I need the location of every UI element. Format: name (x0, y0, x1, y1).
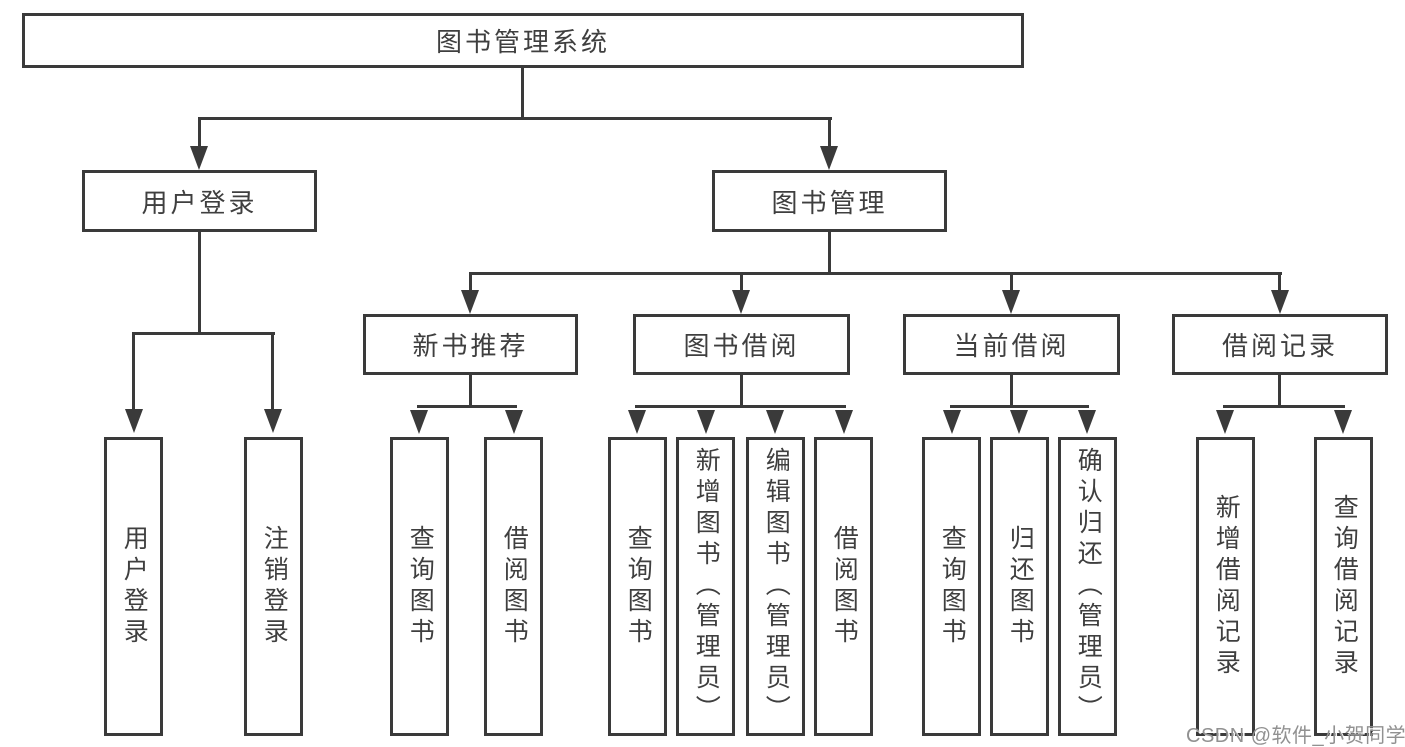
leaf-add-borrow-record-label: 新增借阅记录 (1212, 493, 1241, 680)
edge-new-book-bus (417, 405, 517, 408)
edge-new-book-stem (469, 375, 472, 408)
arrowhead-icon (628, 410, 646, 434)
arrowhead-icon (820, 146, 838, 170)
leaf-borrow-books-1-label: 借阅图书 (500, 524, 529, 649)
arrowhead-icon (190, 146, 208, 170)
node-book-borrowing: 图书借阅 (633, 314, 850, 375)
arrowhead-icon (264, 409, 282, 433)
edge-root-stem (521, 68, 524, 118)
arrowhead-icon (1078, 410, 1096, 434)
arrowhead-icon (1334, 410, 1352, 434)
arrowhead-icon (766, 410, 784, 434)
arrowhead-icon (1002, 290, 1020, 314)
leaf-query-books-3-label: 查询图书 (938, 524, 967, 649)
arrowhead-icon (410, 410, 428, 434)
leaf-edit-book-admin: 编辑图书（管理员） (746, 437, 805, 736)
edge-book-mgmt-drop-1 (469, 272, 472, 292)
node-root: 图书管理系统 (22, 13, 1024, 68)
edge-book-mgmt-drop-4 (1278, 272, 1281, 292)
edge-book-mgmt-bus (469, 272, 1282, 275)
edge-root-bus (198, 117, 832, 120)
edge-borrow-records-bus (1223, 405, 1345, 408)
edge-book-mgmt-drop-2 (740, 272, 743, 292)
arrowhead-icon (943, 410, 961, 434)
arrowhead-icon (1216, 410, 1234, 434)
node-book-management: 图书管理 (712, 170, 947, 232)
leaf-query-books-2-label: 查询图书 (624, 524, 653, 649)
edge-book-mgmt-stem (828, 232, 831, 275)
leaf-edit-book-admin-label: 编辑图书（管理员） (762, 447, 791, 726)
node-new-book-recommend-label: 新书推荐 (412, 331, 529, 361)
node-new-book-recommend: 新书推荐 (363, 314, 578, 375)
edge-borrow-records-stem (1278, 375, 1281, 408)
edge-root-drop-right (828, 117, 831, 146)
leaf-add-borrow-record: 新增借阅记录 (1196, 437, 1255, 736)
edge-current-borrow-stem (1010, 375, 1013, 408)
leaf-borrow-books-2: 借阅图书 (814, 437, 873, 736)
leaf-confirm-return-admin-label: 确认归还（管理员） (1074, 447, 1103, 726)
edge-book-borrow-stem (740, 375, 743, 408)
leaf-query-books-1: 查询图书 (390, 437, 449, 736)
leaf-query-borrow-record: 查询借阅记录 (1314, 437, 1373, 736)
edge-user-login-bus (132, 332, 275, 335)
edge-user-login-drop-left (132, 332, 135, 410)
leaf-add-book-admin-label: 新增图书（管理员） (692, 447, 721, 726)
edge-current-borrow-bus (950, 405, 1089, 408)
leaf-return-book-label: 归还图书 (1006, 524, 1035, 649)
node-book-borrowing-label: 图书借阅 (683, 331, 800, 361)
leaf-query-books-3: 查询图书 (922, 437, 981, 736)
leaf-user-login: 用户登录 (104, 437, 163, 736)
edge-book-mgmt-drop-3 (1010, 272, 1013, 292)
leaf-user-login-label: 用户登录 (120, 524, 149, 649)
leaf-logout: 注销登录 (244, 437, 303, 736)
node-current-borrowing: 当前借阅 (903, 314, 1120, 375)
arrowhead-icon (505, 410, 523, 434)
leaf-borrow-books-1: 借阅图书 (484, 437, 543, 736)
leaf-query-books-1-label: 查询图书 (406, 524, 435, 649)
leaf-query-borrow-record-label: 查询借阅记录 (1330, 493, 1359, 680)
leaf-logout-label: 注销登录 (260, 524, 289, 649)
arrowhead-icon (461, 290, 479, 314)
edge-user-login-stem (198, 232, 201, 335)
arrowhead-icon (697, 410, 715, 434)
edge-user-login-drop-right (271, 332, 274, 410)
node-user-login: 用户登录 (82, 170, 317, 232)
node-root-label: 图书管理系统 (435, 27, 610, 57)
arrowhead-icon (835, 410, 853, 434)
arrowhead-icon (1010, 410, 1028, 434)
leaf-query-books-2: 查询图书 (608, 437, 667, 736)
edge-root-drop-left (198, 117, 201, 146)
arrowhead-icon (125, 409, 143, 433)
watermark-text: CSDN @软件_小贺同学 (1186, 725, 1405, 747)
arrowhead-icon (732, 290, 750, 314)
node-book-management-label: 图书管理 (771, 187, 888, 218)
leaf-borrow-books-2-label: 借阅图书 (830, 524, 859, 649)
edge-book-borrow-bus (635, 405, 846, 408)
node-current-borrowing-label: 当前借阅 (953, 331, 1070, 361)
leaf-confirm-return-admin: 确认归还（管理员） (1058, 437, 1117, 736)
leaf-return-book: 归还图书 (990, 437, 1049, 736)
arrowhead-icon (1271, 290, 1289, 314)
node-borrowing-records-label: 借阅记录 (1221, 331, 1338, 361)
node-user-login-label: 用户登录 (141, 187, 258, 218)
node-borrowing-records: 借阅记录 (1172, 314, 1388, 375)
leaf-add-book-admin: 新增图书（管理员） (676, 437, 735, 736)
